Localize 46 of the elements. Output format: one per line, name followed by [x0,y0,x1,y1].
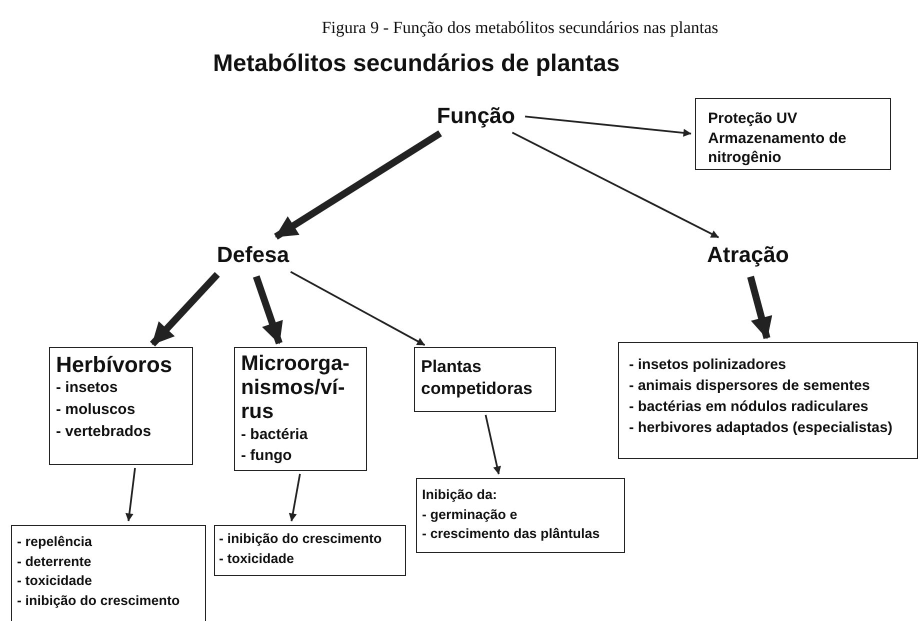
text-box [618,342,918,459]
text-box [416,478,625,553]
list-item: - bactérias em nódulos radiculares [629,398,870,418]
arrow [150,272,220,346]
list-item: Plantas competidoras [421,356,534,400]
arrow [747,276,772,340]
text-box [695,98,891,170]
arrow [274,130,442,240]
list-item: - insetos polinizadores [629,356,788,375]
text-box [414,347,556,412]
list-item: - bactéria [241,425,309,446]
list-item: - herbivores adaptados (especialistas) [629,419,894,438]
arrow [252,275,283,344]
list-item: - insetos [56,378,119,398]
arrow [512,132,719,238]
list-item: - deterrente [17,552,92,571]
arrow [484,414,501,474]
text-box [11,525,206,621]
list-item: - germinação e [422,506,518,524]
list-item: - crescimento das plântulas [422,525,601,544]
node-label: Função [430,102,522,131]
list-item: - inibição do crescimento [17,592,181,610]
figure-caption: Figura 9 - Função dos metabólitos secundários nas plantas [320,18,720,38]
list-item: Inibição da: [422,486,498,504]
node-label: Atração [700,241,796,270]
arrow [288,474,301,522]
text-box [214,525,406,576]
box-heading: Microorga- nismos/ví- rus [241,352,351,424]
list-item: - animais dispersores de sementes [629,377,871,396]
diagram-title: Metabólitos secundários de plantas [213,50,620,78]
text-box [49,347,193,465]
list-item: - fungo [241,446,293,466]
list-item: Proteção UV [708,109,798,128]
list-item: - toxicidade [17,572,94,590]
list-item: - repelência [17,533,94,551]
arrow [290,271,426,346]
list-item: - toxicidade [219,550,296,568]
arrow [524,116,692,137]
list-item: - moluscos [56,400,136,420]
list-item: Armazenamento de nitrogênio [708,128,848,168]
list-item: - vertebrados [56,422,152,442]
node-label: Defesa [210,241,296,270]
arrow [125,468,136,522]
list-item: - inibição do crescimento [219,530,383,548]
text-box [234,347,367,471]
box-heading: Herbívoros [56,352,174,378]
